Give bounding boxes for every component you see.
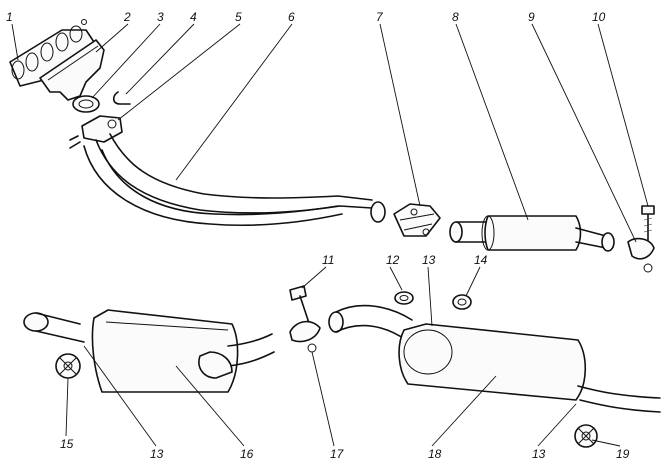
exhaust-manifold: [39, 19, 105, 101]
callout-13-right: 13: [532, 447, 546, 461]
rear-muffler: [328, 304, 661, 413]
callout-4: 4: [190, 10, 197, 24]
ring-seal: [72, 95, 100, 113]
callout-6: 6: [288, 10, 295, 24]
callout-14: 14: [474, 253, 488, 267]
callout-11: 11: [322, 253, 334, 267]
washer-12: [394, 291, 414, 305]
callout-labels: 1 2 3 4 5 6 7 8 9 10 11 12 13 14 13 16 1…: [6, 10, 630, 461]
rubber-mount-front: [55, 353, 81, 379]
callout-13-top: 13: [422, 253, 436, 267]
center-silencer: [23, 309, 275, 393]
washer-14: [452, 294, 472, 310]
intermediate-muffler: [449, 215, 615, 252]
manifold-gasket: [9, 25, 95, 87]
callout-8: 8: [452, 10, 459, 24]
rubber-mount-rear: [574, 424, 598, 448]
rear-clamp: [627, 205, 655, 273]
callout-16: 16: [240, 447, 254, 461]
callout-12: 12: [386, 253, 400, 267]
spring-clip: [112, 91, 131, 105]
callout-13-left: 13: [150, 447, 164, 461]
pipe-clamp: [393, 203, 441, 237]
callout-19: 19: [616, 447, 630, 461]
callout-5: 5: [235, 10, 242, 24]
callout-2: 2: [123, 10, 131, 24]
front-pipe-flange: [69, 115, 123, 149]
callout-10: 10: [592, 10, 606, 24]
leader-lines: [11, 23, 649, 447]
callout-1: 1: [6, 10, 13, 24]
bolt-and-clamp: [289, 285, 321, 353]
callout-3: 3: [157, 10, 164, 24]
callout-7: 7: [376, 10, 384, 24]
front-exhaust-pipe: [83, 133, 386, 227]
callout-18: 18: [428, 447, 442, 461]
callout-9: 9: [528, 10, 535, 24]
callout-15: 15: [60, 437, 74, 451]
callout-17: 17: [330, 447, 345, 461]
